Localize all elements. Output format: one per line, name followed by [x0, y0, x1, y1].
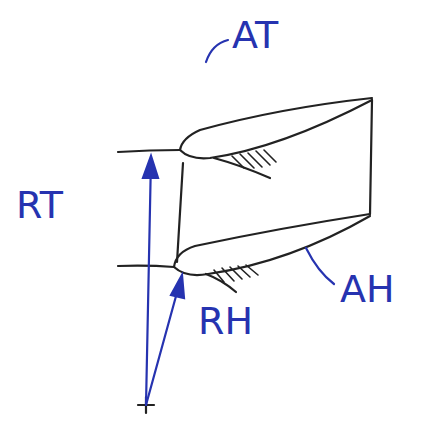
radius-arrow	[146, 158, 151, 405]
bottom-blade-pressure	[174, 216, 370, 275]
leading-edge-line	[177, 163, 183, 262]
top-blade-root	[214, 158, 270, 178]
hub-line	[118, 266, 174, 267]
leader-line	[206, 40, 228, 62]
area-label: AH	[340, 270, 395, 308]
trailing-edge-line	[370, 100, 372, 214]
radius-label: RH	[198, 302, 253, 340]
bottom-blade-root	[206, 274, 236, 292]
hatch	[232, 150, 276, 168]
area-label: AT	[232, 16, 278, 54]
arrow-head	[171, 275, 184, 298]
arrow-head	[143, 156, 158, 178]
tip-line	[118, 150, 180, 152]
top-blade-pressure	[180, 100, 372, 158]
hatch	[214, 265, 258, 282]
leader-line	[306, 248, 334, 284]
radius-label: RT	[16, 186, 63, 224]
